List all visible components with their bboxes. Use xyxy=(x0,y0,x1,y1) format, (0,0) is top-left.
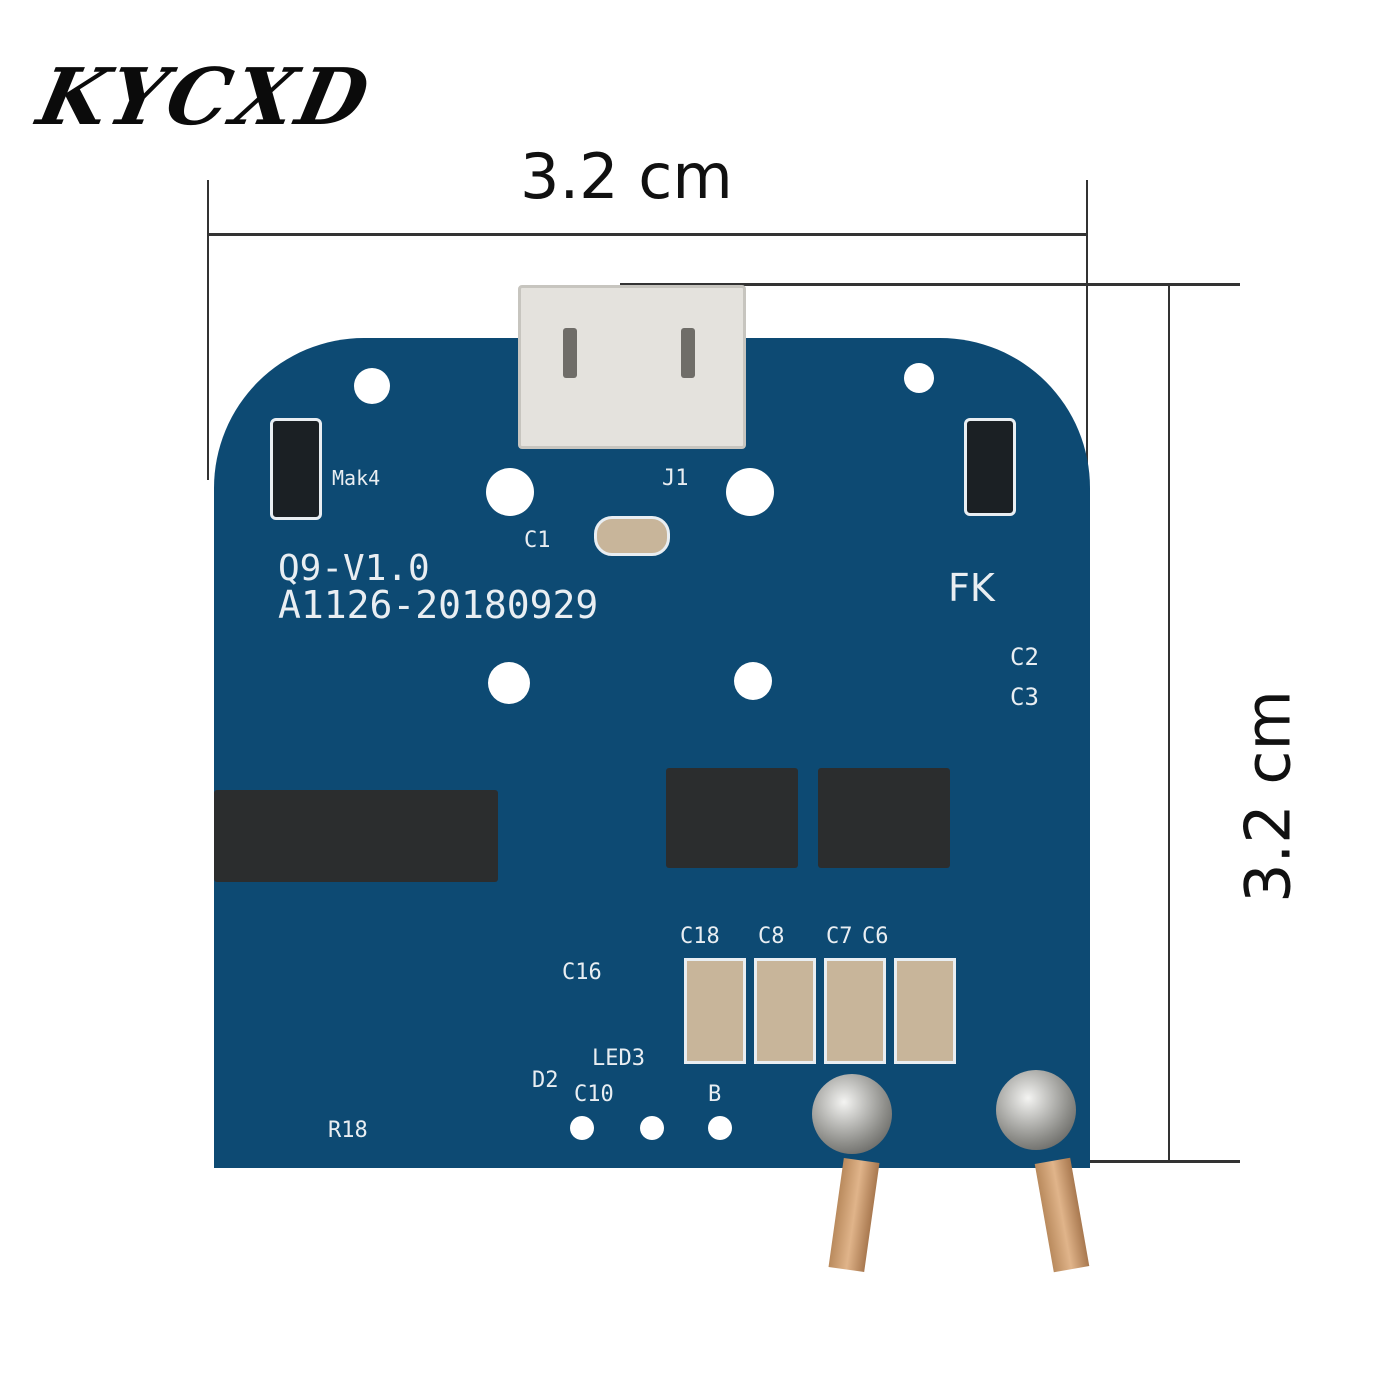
capacitor-c18 xyxy=(684,958,746,1064)
brand-logo: KYCXD xyxy=(30,52,380,143)
pcb-board: Q9-V1.0 A1126-20180929 FK J1 Mak4 C1 C2 … xyxy=(214,338,1090,1168)
label-c2: C2 xyxy=(1010,643,1039,671)
capacitor-c7 xyxy=(824,958,886,1064)
height-guide-top xyxy=(620,283,1240,286)
mount-hole xyxy=(488,662,530,704)
capacitor-c8 xyxy=(754,958,816,1064)
label-c7: C7 xyxy=(826,924,853,949)
width-tick-right xyxy=(1086,180,1088,480)
capacitor-c6 xyxy=(894,958,956,1064)
led1 xyxy=(964,418,1016,516)
label-mak4: Mak4 xyxy=(332,466,381,490)
led2 xyxy=(270,418,322,520)
label-r: C10 xyxy=(574,1082,614,1107)
label-c3: C3 xyxy=(1010,683,1039,711)
pad-b xyxy=(708,1116,732,1140)
mount-hole xyxy=(486,468,534,516)
mount-hole xyxy=(354,368,390,404)
ic-soic16 xyxy=(214,790,498,882)
micro-usb-connector xyxy=(518,285,746,449)
capacitor-c1 xyxy=(594,516,670,556)
label-c18: C18 xyxy=(680,924,720,949)
label-c8: C8 xyxy=(758,924,785,949)
mount-hole xyxy=(726,468,774,516)
label-b: B xyxy=(708,1082,722,1107)
label-d2: D2 xyxy=(532,1068,559,1093)
pad-r xyxy=(570,1116,594,1140)
label-led3: LED3 xyxy=(592,1046,645,1071)
width-dimension-line xyxy=(208,233,1088,236)
label-c6: C6 xyxy=(862,924,889,949)
coil-solder-joint-right xyxy=(996,1070,1076,1150)
mount-hole xyxy=(904,363,934,393)
height-dimension-label: 3.2 cm xyxy=(1231,690,1305,903)
width-dimension-label: 3.2 cm xyxy=(520,140,733,213)
coil-wire-right xyxy=(1034,1157,1090,1273)
pad-minus xyxy=(640,1116,664,1140)
label-c16: C16 xyxy=(562,960,602,985)
board-id-label: Q9-V1.0 xyxy=(278,548,430,589)
height-dimension-line xyxy=(1168,283,1170,1163)
ic-soic8-right xyxy=(818,768,950,868)
label-r18: R18 xyxy=(328,1118,368,1143)
connector-label: J1 xyxy=(662,466,689,491)
width-tick-left xyxy=(207,180,209,480)
coil-wire-left xyxy=(828,1158,880,1272)
fk-label: FK xyxy=(948,566,995,610)
label-c1: C1 xyxy=(524,528,551,553)
ic-soic8-left xyxy=(666,768,798,868)
mount-hole xyxy=(734,662,772,700)
revision-label: A1126-20180929 xyxy=(278,583,599,627)
coil-solder-joint-left xyxy=(812,1074,892,1154)
